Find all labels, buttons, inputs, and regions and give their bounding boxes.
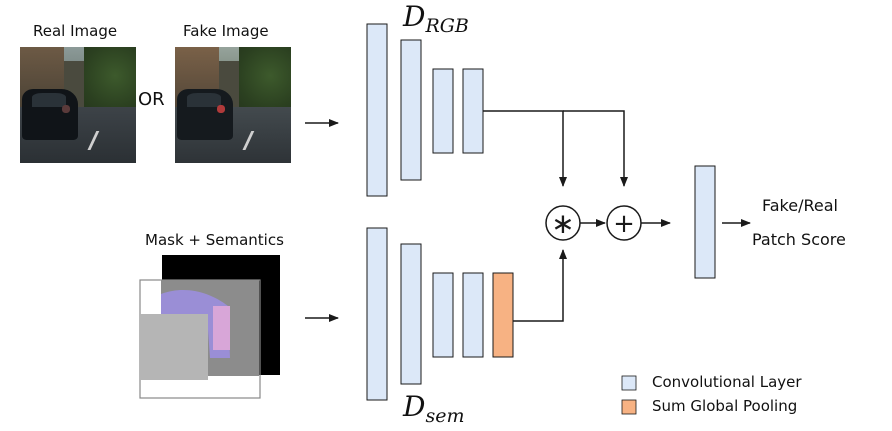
rgb-to-multiply-connector [483, 110, 567, 187]
real-image-thumbnail [20, 47, 136, 163]
rgb-conv-layer-2 [400, 39, 422, 181]
rgb-conv-layer-4 [462, 68, 484, 154]
or-label: OR [138, 89, 165, 110]
legend-pool-swatch [621, 399, 637, 415]
legend-conv-swatch [621, 375, 637, 391]
output-label-line2: Patch Score [752, 230, 846, 249]
rgb-to-add-connector [563, 110, 628, 187]
sem-label-main: D [403, 390, 426, 423]
rgb-conv-layer-1 [366, 23, 388, 197]
fake-image-thumbnail [175, 47, 291, 163]
legend-conv-label: Convolutional Layer [652, 373, 802, 391]
sem-pool-layer [492, 272, 514, 358]
semantic-pink-region [213, 306, 230, 350]
sem-conv-layer-3 [432, 272, 454, 358]
rgb-conv-layer-3 [432, 68, 454, 154]
sem-to-multiply-connector [513, 249, 567, 322]
rgb-discriminator [366, 23, 484, 197]
sem-conv-layer-2 [400, 243, 422, 385]
sem-label-sub: sem [425, 405, 465, 427]
mask-semantics-label: Mask + Semantics [145, 231, 284, 249]
legend-pool-label: Sum Global Pooling [652, 397, 798, 415]
sem-conv-layer-4 [462, 272, 484, 358]
output-conv-layer [694, 165, 716, 279]
mask-light-square [140, 314, 208, 380]
sem-conv-layer-1 [366, 227, 388, 401]
rgb-discriminator-label: DRGB [403, 0, 469, 37]
mask-semantics-stack [139, 255, 280, 399]
sem-discriminator [366, 227, 514, 401]
rgb-label-sub: RGB [425, 15, 469, 37]
rgb-label-main: D [403, 0, 426, 33]
add-symbol: + [613, 209, 635, 239]
real-image-label: Real Image [33, 22, 118, 40]
sem-discriminator-label: Dsem [403, 390, 464, 427]
fake-image-label: Fake Image [183, 22, 269, 40]
multiply-symbol: ∗ [551, 207, 574, 240]
output-label-line1: Fake/Real [762, 196, 838, 215]
